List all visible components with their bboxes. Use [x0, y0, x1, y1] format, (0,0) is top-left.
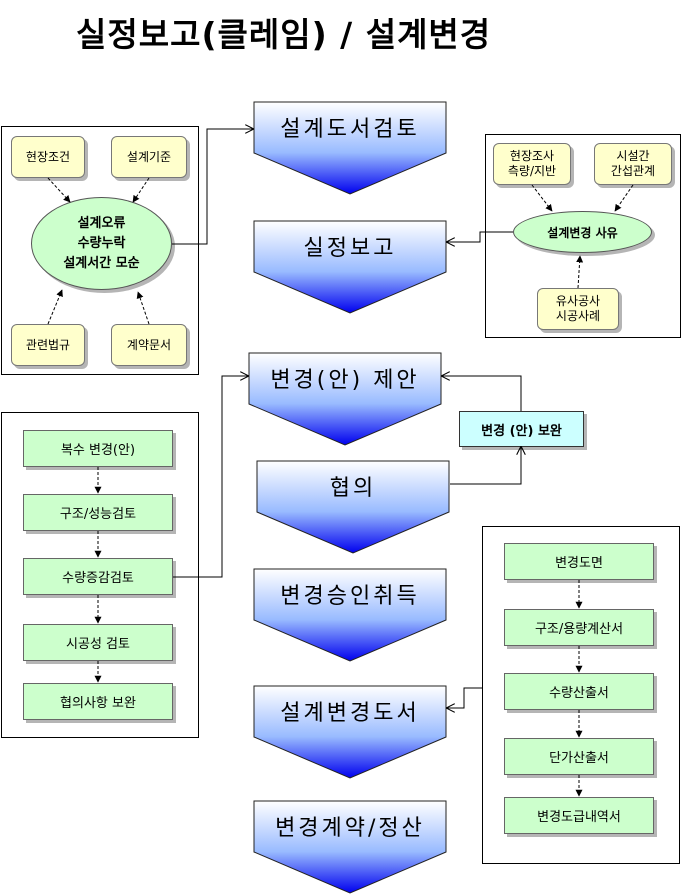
reason-site-survey: 현장조사 측량/지반: [493, 143, 571, 185]
flow-step-label: 변경계약/정산: [275, 816, 425, 841]
flow-step-label: 변경승인취득: [280, 584, 420, 609]
document-step: 변경도급내역서: [504, 797, 654, 834]
flow-step-label: 실정보고: [303, 236, 397, 261]
cause-design-criteria: 설계기준: [111, 136, 187, 178]
document-step: 구조/용량계산서: [504, 609, 654, 646]
flow-step-label: 변경(안) 제안: [270, 368, 420, 393]
page-title: 실정보고(클레임) / 설계변경: [76, 15, 492, 54]
reason-similar-case: 유사공사 시공사례: [537, 288, 619, 330]
connector-consult-to-supplement: [450, 447, 521, 485]
document-step: 변경도면: [504, 543, 654, 580]
review-step: 협의사항 보완: [23, 683, 173, 720]
flow-step-label: 설계도서검토: [280, 117, 420, 142]
flow-step-label: 설계변경도서: [280, 701, 420, 726]
cause-related-law: 관련법규: [11, 324, 85, 366]
connector-supplement-to-proposal: [442, 376, 522, 411]
document-step: 단가산출서: [504, 738, 654, 775]
review-step: 구조/성능검토: [23, 494, 173, 531]
claim-cause-center: 설계오류 수량누락 설계서간 모순: [31, 197, 172, 290]
review-step: 복수 변경(안): [23, 430, 173, 467]
review-step: 시공성 검토: [23, 624, 173, 661]
connector-documents-to-change: [447, 687, 482, 708]
reason-facility-interference: 시설간 간섭관계: [594, 143, 672, 185]
flow-step-label: 협의: [329, 476, 377, 501]
review-step: 수량증감검토: [23, 558, 173, 595]
cause-site-condition: 현장조건: [11, 136, 85, 178]
change-reason-center: 설계변경 사유: [513, 211, 652, 253]
document-step: 수량산출서: [504, 673, 654, 710]
change-supplement-box: 변경 (안) 보완: [459, 411, 584, 447]
cause-contract-document: 계약문서: [111, 324, 187, 366]
